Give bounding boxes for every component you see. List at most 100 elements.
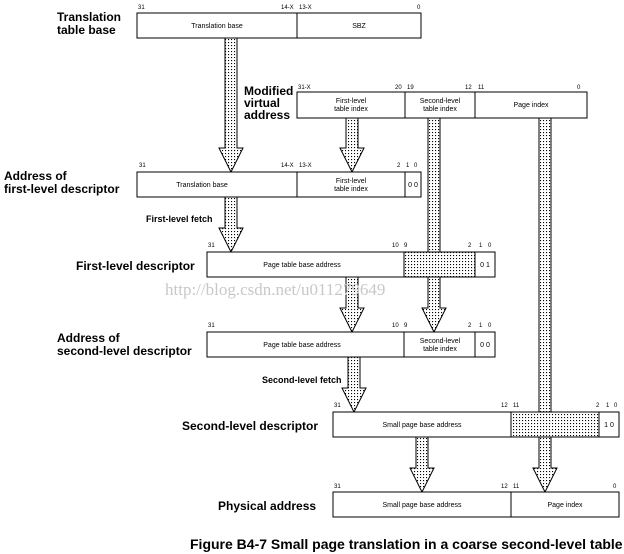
bit-label: 31 — [138, 5, 145, 11]
watermark: http://blog.csdn.net/u011279649 — [165, 280, 385, 299]
bit-label: 13-X — [299, 163, 312, 169]
afld-translation-base-field — [136, 171, 298, 198]
asld-index-text-2: table index — [423, 346, 457, 353]
bit-label: 9 — [404, 243, 408, 249]
bit-label: 1 — [479, 323, 483, 329]
fld-low-bits-field — [474, 251, 496, 278]
bit-label: 31 — [208, 243, 215, 249]
page-index-field — [474, 91, 588, 119]
fld-label: First-level descriptor — [76, 259, 195, 273]
bit-label: 10 — [392, 323, 399, 329]
pa-page-index-field — [510, 491, 620, 518]
translation-base-field — [136, 12, 298, 39]
sld-low-bits-field — [598, 411, 620, 438]
asld-page-table-base-text: Page table base address — [263, 342, 341, 349]
bit-label: 12 — [501, 484, 508, 490]
afld-index-text-2: table index — [334, 186, 368, 193]
mva-label-3: address — [244, 108, 290, 122]
bit-label: 31 — [334, 484, 341, 490]
sbz-text: SBZ — [352, 23, 366, 30]
asld-page-table-base-field — [206, 331, 405, 358]
bit-label: 11 — [478, 85, 485, 91]
address-of-second-level-descriptor: Address of second-level descriptor 31 10… — [57, 323, 496, 358]
bit-label: 0 — [613, 484, 617, 490]
first-level-fetch-label: First-level fetch — [146, 214, 213, 224]
bit-label: 2 — [468, 243, 472, 249]
asld-low-bits-field — [474, 331, 496, 358]
first-level-index-field — [296, 91, 406, 119]
arrow-page-index — [532, 117, 558, 494]
sld-attributes-field — [510, 411, 600, 438]
pa-small-page-base-text: Small page base address — [383, 502, 462, 509]
bit-label: 31-X — [298, 85, 311, 91]
bit-label: 12 — [465, 85, 472, 91]
asld-label-1: Address of — [57, 331, 121, 345]
afld-low-bits-text: 0 0 — [408, 182, 418, 189]
bit-label: 13-X — [299, 5, 312, 11]
first-level-descriptor: First-level descriptor 31 10 9 2 1 0 Pag… — [76, 243, 496, 278]
second-level-index-text-1: Second-level — [420, 98, 461, 105]
mva-label-1: Modified — [244, 84, 293, 98]
bit-label: 1 — [406, 163, 410, 169]
fld-page-table-base-text: Page table base address — [263, 262, 341, 269]
physical-address: Physical address 31 12 11 0 Small page b… — [218, 484, 620, 518]
asld-second-level-index-field — [403, 331, 476, 358]
bit-label: 14-X — [281, 5, 294, 11]
bit-label: 0 — [414, 163, 418, 169]
sld-label: Second-level descriptor — [182, 419, 318, 433]
translation-table-base-label-1: Translation — [57, 10, 121, 24]
second-level-index-field — [404, 91, 476, 119]
bit-label: 11 — [513, 403, 520, 409]
address-of-first-level-descriptor: Address of first-level descriptor 31 14-… — [4, 163, 422, 198]
bit-label: 0 — [614, 403, 618, 409]
page-index-text: Page index — [513, 102, 549, 109]
afld-low-bits-field — [404, 171, 422, 198]
afld-translation-base-text: Translation base — [176, 182, 228, 189]
asld-index-text-1: Second-level — [420, 338, 461, 345]
bit-label: 2 — [468, 323, 472, 329]
bit-label: 31 — [139, 163, 146, 169]
afld-label-1: Address of — [4, 169, 68, 183]
second-level-fetch-label: Second-level fetch — [262, 375, 342, 385]
bit-label: 20 — [395, 85, 402, 91]
arrow-second-level-index — [421, 117, 447, 334]
fld-page-table-base-field — [206, 251, 405, 278]
arrow-small-page-base — [409, 436, 435, 494]
fld-ignored-field — [403, 251, 476, 278]
bit-label: 31 — [334, 403, 341, 409]
arrow-translation-base — [218, 37, 244, 174]
bit-label: 9 — [404, 323, 408, 329]
bit-label: 12 — [501, 403, 508, 409]
sld-small-page-base-field — [332, 411, 512, 438]
arrow-first-level-index — [339, 117, 365, 174]
bit-label: 14-X — [281, 163, 294, 169]
modified-virtual-address: Modified virtual address 31-X 20 19 12 1… — [244, 84, 588, 122]
arrow-page-table-base — [339, 276, 365, 334]
bit-label: 0 — [417, 5, 421, 11]
afld-index-text-1: First-level — [336, 178, 367, 185]
bit-label: 0 — [577, 85, 581, 91]
figure-caption: Figure B4-7 Small page translation in a … — [190, 536, 623, 552]
second-level-index-text-2: table index — [423, 106, 457, 113]
afld-first-level-index-field — [296, 171, 406, 198]
sbz-field — [296, 12, 422, 39]
bit-label: 2 — [397, 163, 401, 169]
translation-table-base: Translation table base 31 14-X 13-X 0 Tr… — [57, 5, 422, 39]
asld-label-2: second-level descriptor — [57, 344, 192, 358]
asld-low-bits-text: 0 0 — [480, 342, 490, 349]
afld-label-2: first-level descriptor — [4, 182, 120, 196]
sld-low-bits-text: 1 0 — [604, 422, 614, 429]
pa-label: Physical address — [218, 499, 316, 513]
bit-label: 0 — [488, 323, 492, 329]
bit-label: 1 — [479, 243, 483, 249]
bit-label: 19 — [407, 85, 414, 91]
translation-base-text: Translation base — [191, 23, 243, 30]
bit-label: 0 — [488, 243, 492, 249]
mva-label-2: virtual — [244, 96, 280, 110]
first-level-index-text-2: table index — [334, 106, 368, 113]
pa-small-page-base-field — [332, 491, 512, 518]
first-level-index-text-1: First-level — [336, 98, 367, 105]
bit-label: 1 — [606, 403, 610, 409]
arrow-first-level-fetch — [218, 196, 244, 254]
